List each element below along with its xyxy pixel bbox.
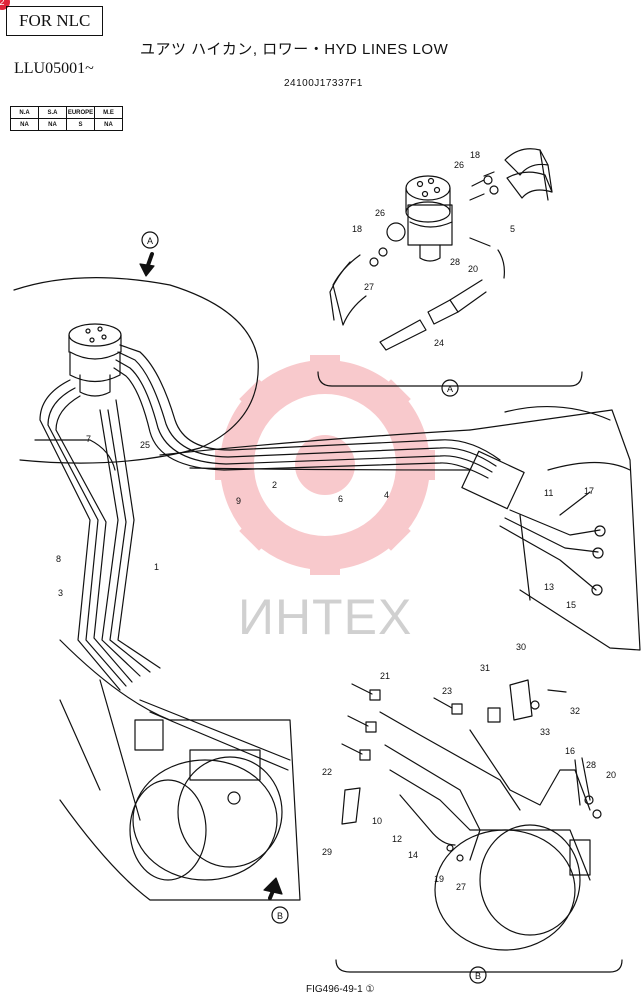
callout: 10: [372, 816, 382, 826]
callout: 27: [456, 882, 466, 892]
main-assembly: [13, 277, 641, 901]
model-tag: FOR NLC: [6, 6, 104, 36]
view-arrow-b-icon: [263, 877, 289, 924]
part-number: 24100J17337F1: [284, 78, 363, 89]
callout: 1: [154, 562, 159, 572]
figure-number: FIG496-49-1 ①: [306, 984, 375, 995]
callout: 18: [470, 150, 480, 160]
callout: 29: [322, 847, 332, 857]
callout: 2: [272, 480, 277, 490]
callout: 30: [516, 642, 526, 652]
view-letter-a-label: A: [447, 384, 453, 394]
callout: 16: [565, 746, 575, 756]
view-arrow-a-icon: [139, 231, 159, 277]
callout: 22: [322, 767, 332, 777]
callout: 33: [540, 727, 550, 737]
callout: 9: [236, 496, 241, 506]
callout: 5: [510, 224, 515, 234]
callout: 19: [434, 874, 444, 884]
callout: 24: [434, 338, 444, 348]
watermark-text: ИНТЕХ: [238, 589, 413, 645]
callout: 8: [56, 554, 61, 564]
view-label-a-circle: [441, 379, 459, 397]
callout: 26: [375, 208, 385, 218]
callout: 23: [442, 686, 452, 696]
callout: 14: [408, 850, 418, 860]
callout: 6: [338, 494, 343, 504]
page-title: ユアツ ハイカン, ロワー・HYD LINES LOW: [140, 41, 449, 58]
callout: 28: [586, 760, 596, 770]
view-letter-a-arrow: A: [147, 236, 153, 246]
view-letter-b-label: B: [475, 971, 481, 981]
market-table: N.A S.A EUROPE M.E NA NA S NA: [10, 106, 123, 131]
callout: 7: [86, 434, 91, 444]
callout: 31: [480, 663, 490, 673]
view-letter-b-arrow: B: [277, 911, 283, 921]
callout: 4: [384, 490, 389, 500]
callout: 25: [140, 440, 150, 450]
callout: 17: [584, 486, 594, 496]
callout: 27: [364, 282, 374, 292]
market-value-row: NA NA S NA: [10, 118, 123, 131]
callout: 13: [544, 582, 554, 592]
serial-range: LLU05001~: [14, 60, 94, 77]
page-badge: 2: [0, 0, 10, 10]
view-label-b-circle: [469, 966, 487, 984]
callout: 32: [570, 706, 580, 716]
callout: 21: [380, 671, 390, 681]
motor-hose-detail: [335, 679, 623, 973]
callout: 18: [352, 224, 362, 234]
callout: 28: [450, 257, 460, 267]
callout: 3: [58, 588, 63, 598]
watermark-gear-icon: [215, 355, 435, 575]
callout: 26: [454, 160, 464, 170]
callout: 11: [544, 488, 553, 498]
market-value-europe: S: [66, 118, 95, 131]
callout: 20: [468, 264, 478, 274]
callout: 12: [392, 834, 402, 844]
callout: 20: [606, 770, 616, 780]
swivel-joint-detail: [317, 148, 583, 387]
market-header-row: N.A S.A EUROPE M.E: [10, 106, 123, 119]
market-value-me: NA: [94, 118, 123, 131]
callout: 15: [566, 600, 576, 610]
